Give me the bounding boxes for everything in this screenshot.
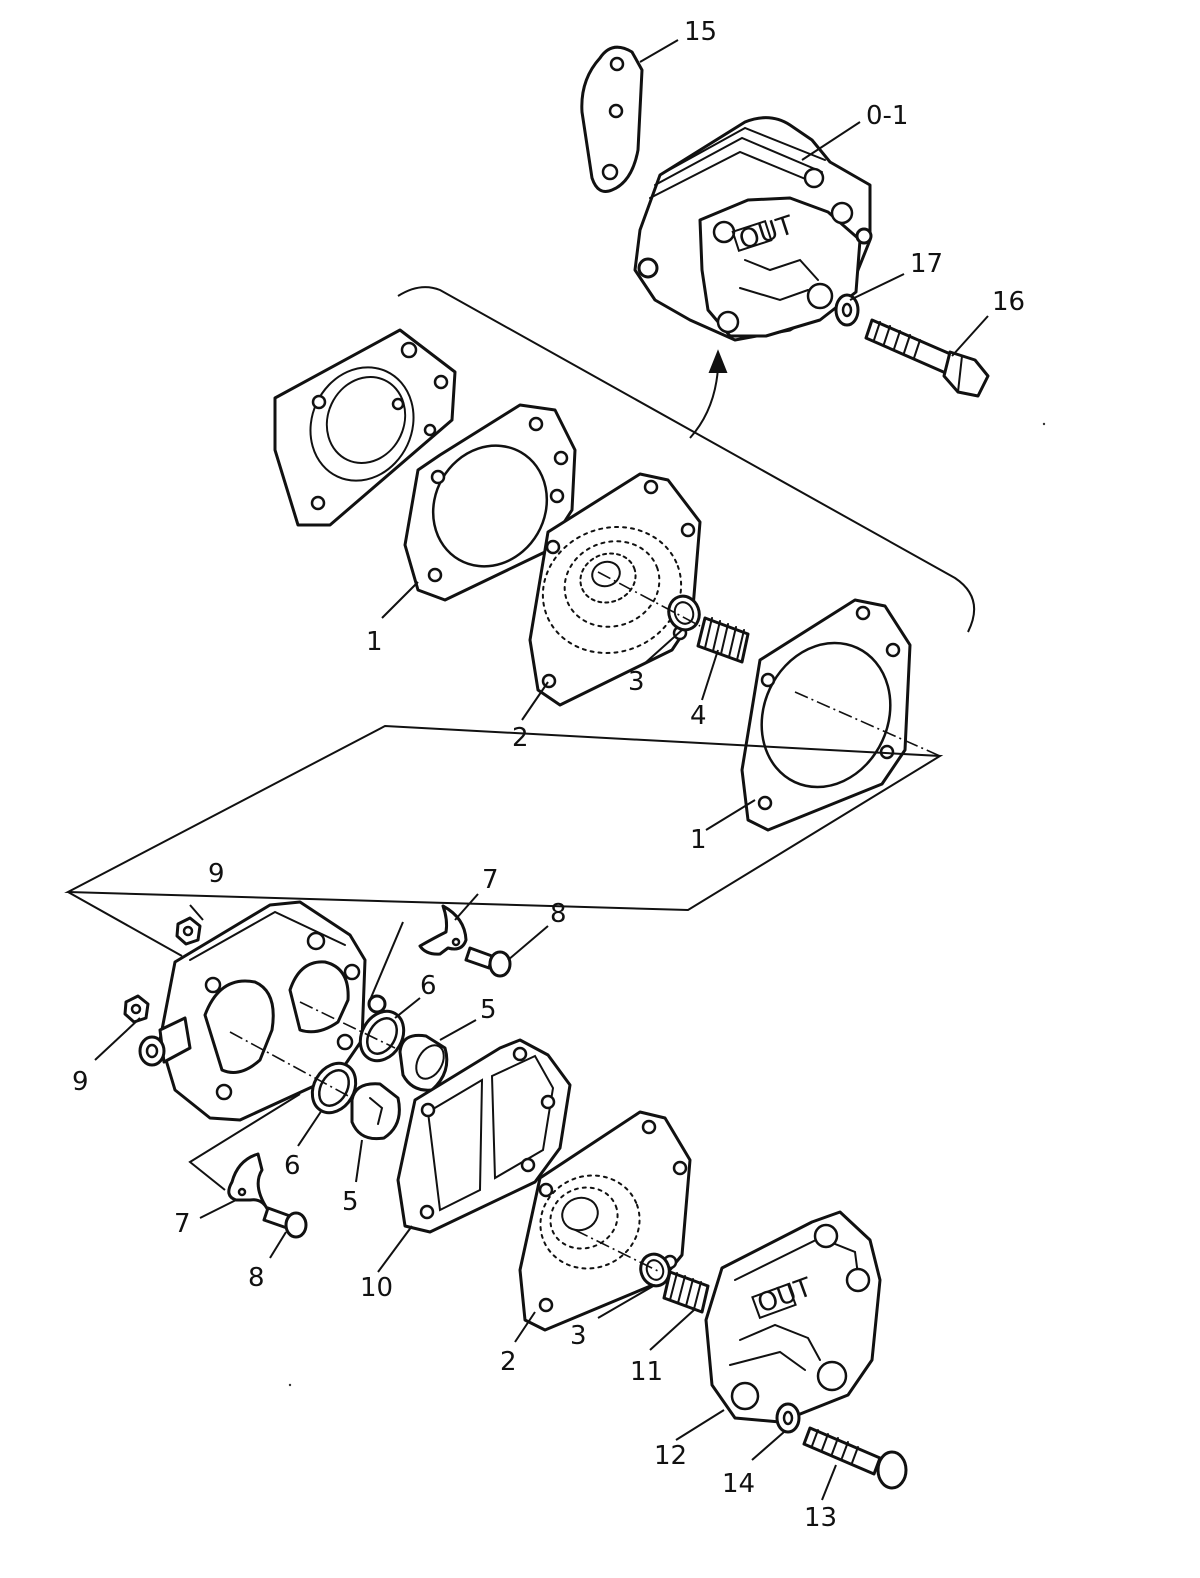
lower-centerline-bottom [229,1031,353,1099]
part-6-top-oring [358,1009,406,1063]
part-9-left-nut [123,994,150,1024]
part-17-washer [834,293,860,327]
part-7-bottom-clip [227,1152,270,1212]
callout-3-lower: 3 [570,1321,587,1351]
part-5-bottom-valve [350,1082,401,1141]
part-7-top-clip [418,904,468,956]
callout-labels: 15 0-1 17 16 1 2 3 4 1 9 9 7 8 6 5 6 5 7… [72,17,1025,1533]
upper-centerline [597,571,701,627]
callout-2-upper: 2 [512,723,529,753]
callout-6-top: 6 [420,971,437,1001]
assembly-arrow [689,349,728,439]
part-3-lower-washer [639,1252,671,1288]
part-15-plate-gasket [580,45,644,193]
part-8-bottom-screw [262,1206,308,1239]
callout-11: 11 [630,1357,663,1387]
callout-6-bottom: 6 [284,1151,301,1181]
callout-5-top: 5 [480,995,497,1025]
part-16-hex-bolt [864,318,990,398]
callout-4: 4 [690,701,707,731]
callout-5-bottom: 5 [342,1187,359,1217]
callout-13: 13 [804,1503,837,1533]
callout-7-top: 7 [482,865,499,895]
callout-7-bottom: 7 [174,1209,191,1239]
callout-0-1: 0-1 [866,101,908,131]
part-0-1-fuel-pump-assembly: OUT [633,116,873,342]
part-12-pump-cover: OUT [704,1210,882,1424]
callout-1-lower: 1 [690,825,707,855]
callout-10: 10 [360,1273,393,1303]
lower-diaphragm-centerline [574,1229,661,1273]
part-10-partition-gasket [396,1038,572,1234]
upper-group-bracket [397,286,976,633]
part-1-upper-gasket [403,403,577,602]
part-11-spring [662,1270,710,1314]
callout-2-lower: 2 [500,1347,517,1377]
callout-17: 17 [910,249,943,279]
part-8-top-screw [464,946,512,978]
part-5-top-valve [398,1033,449,1092]
callout-9-left: 9 [72,1067,89,1097]
upper-pump-body-plate [273,328,457,527]
group-outline [64,724,944,912]
scan-speck [288,1383,292,1387]
part-2-upper-diaphragm [528,472,702,707]
lower-pump-body [138,900,387,1122]
part-4-spring [696,616,750,664]
scan-speck [1042,422,1046,426]
callout-8-bottom: 8 [248,1263,265,1293]
part-9-top-nut [175,916,202,946]
callout-9-top: 9 [208,859,225,889]
callout-16: 16 [992,287,1025,317]
callout-8-top: 8 [550,899,567,929]
callout-3-upper: 3 [628,667,645,697]
part-13-screw [802,1426,908,1490]
callout-1-upper: 1 [366,627,383,657]
callout-14: 14 [722,1469,755,1499]
part-1-lower-gasket [740,598,912,832]
callout-15: 15 [684,17,717,47]
callout-leaders [94,39,989,1501]
lower-centerline-top [299,1001,396,1049]
part-14-washer [775,1402,801,1434]
callout-12: 12 [654,1441,687,1471]
